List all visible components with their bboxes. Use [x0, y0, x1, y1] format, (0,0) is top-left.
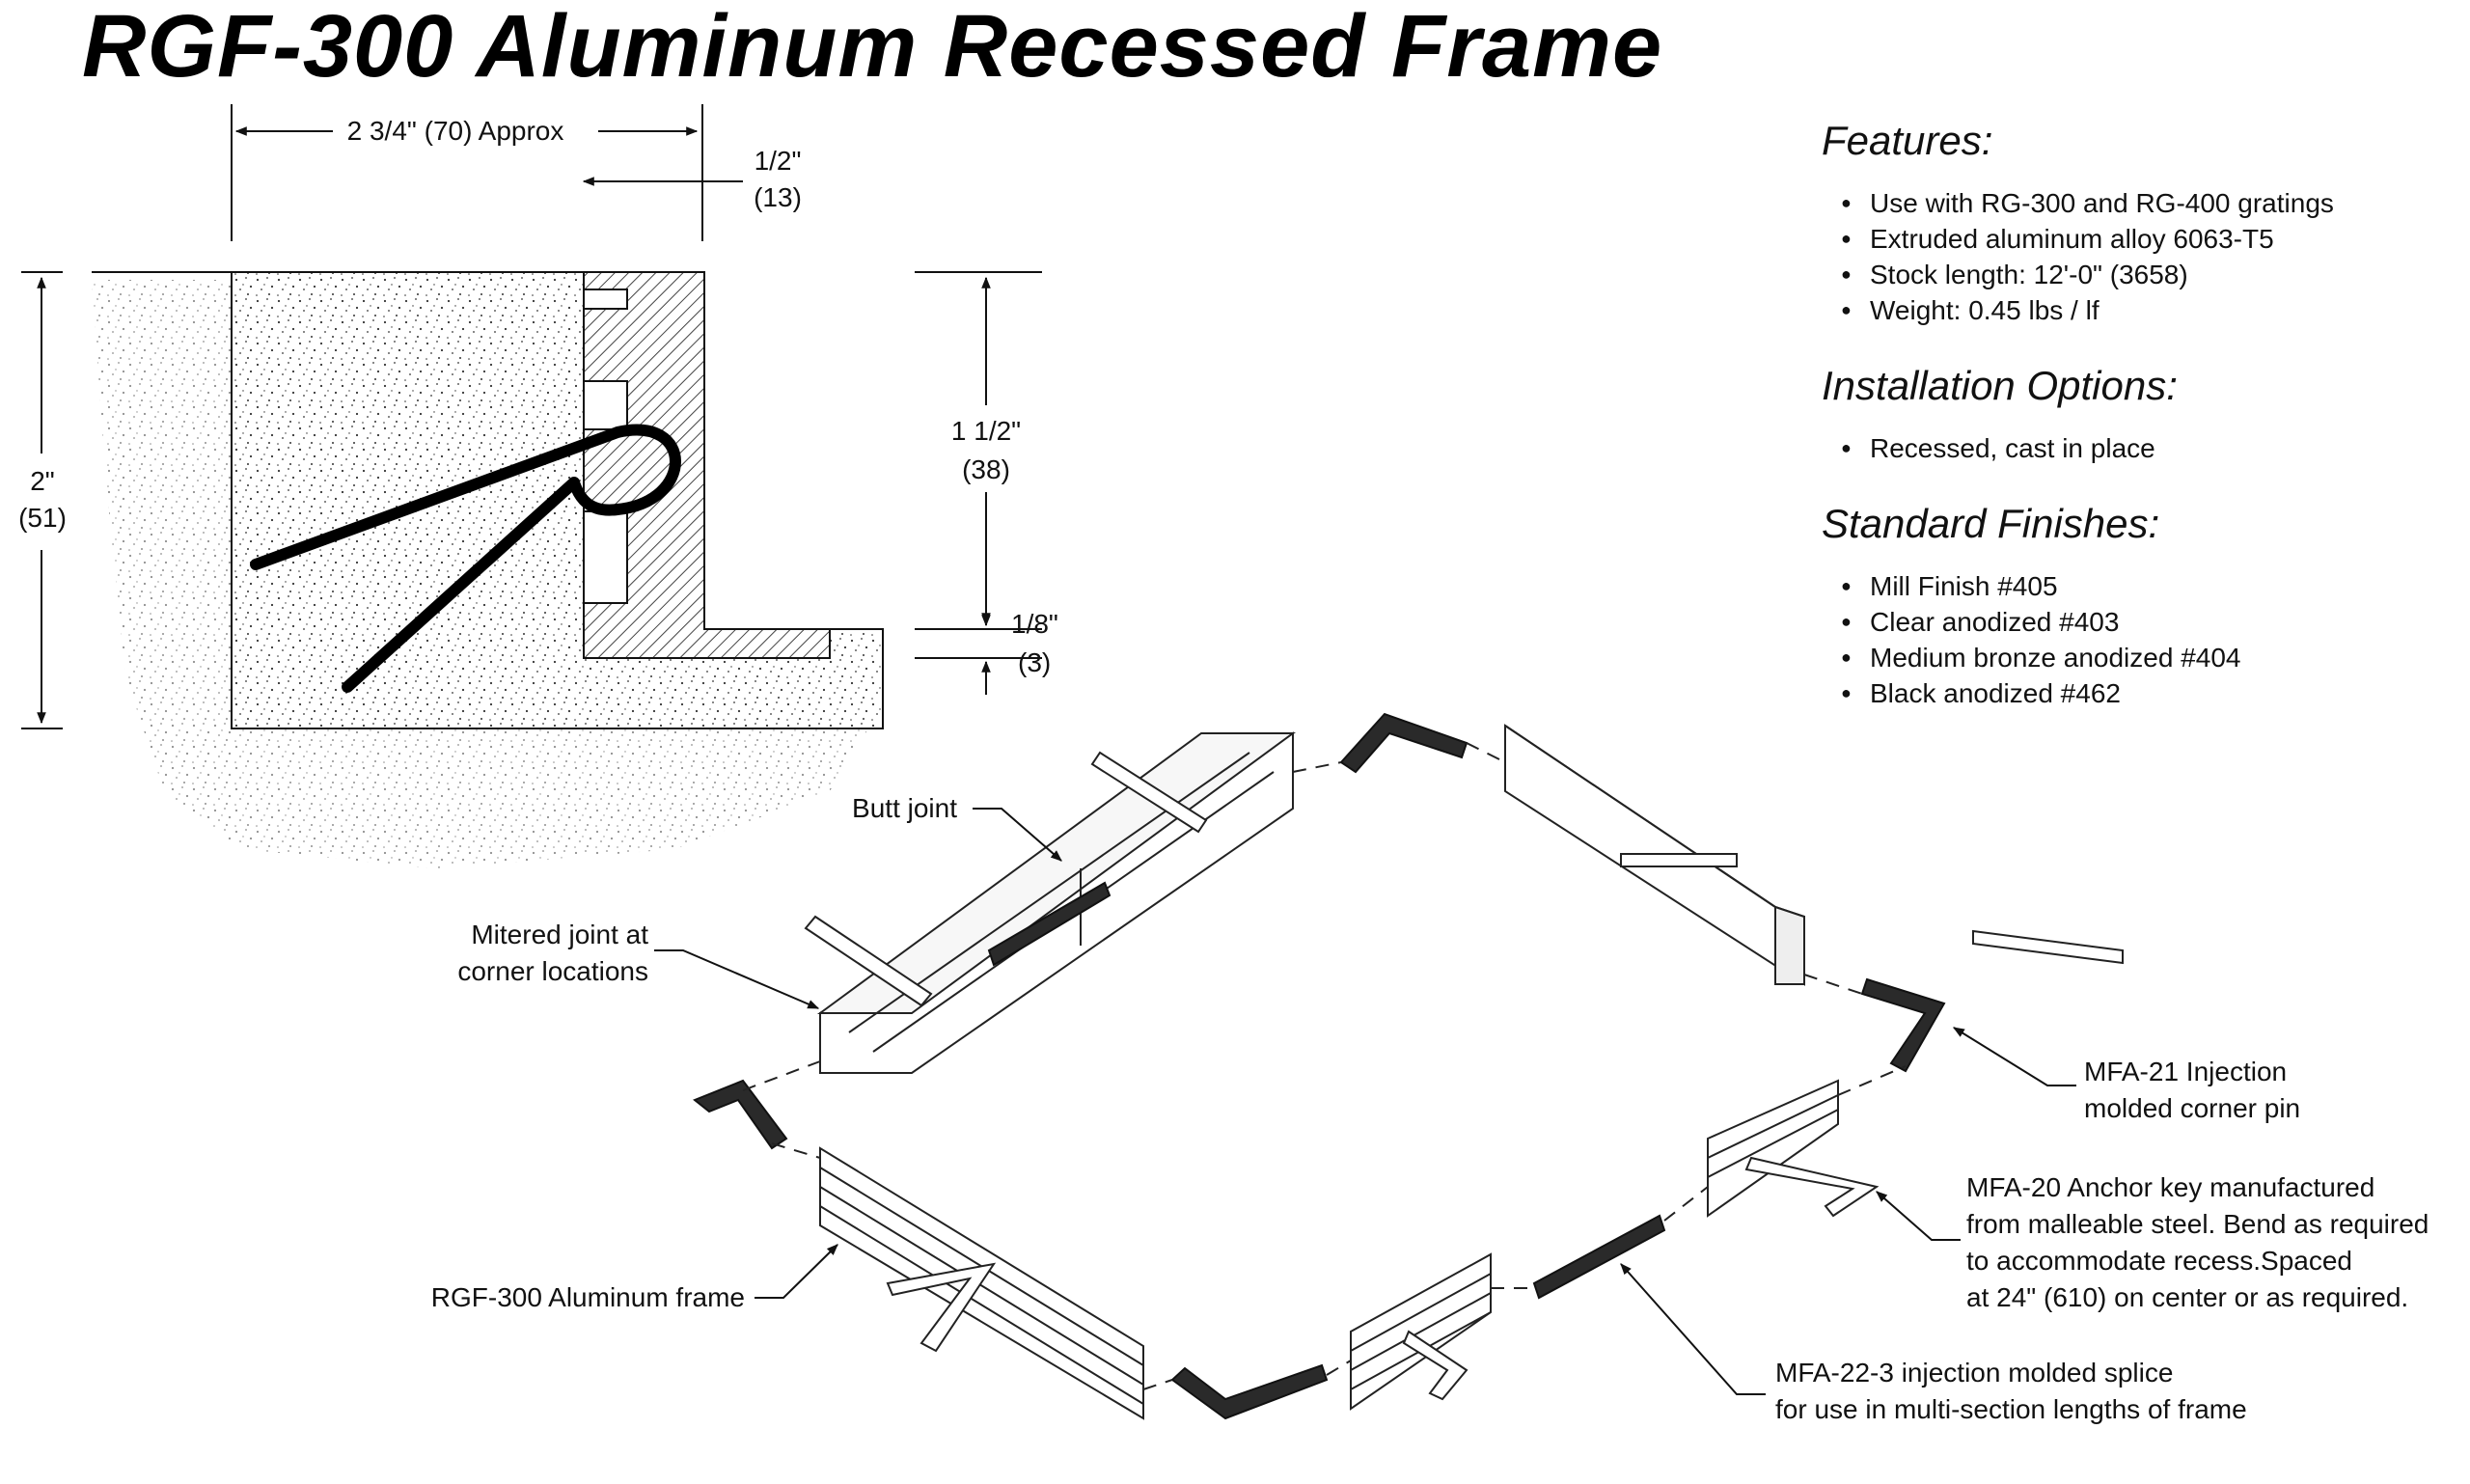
mfa20-label-4: at 24" (610) on center or as required.	[1966, 1282, 2408, 1312]
recess-dimension-mm: (38)	[962, 454, 1010, 484]
finish-item: Clear anodized #403	[1841, 604, 2439, 640]
finish-item: Mill Finish #405	[1841, 568, 2439, 604]
features-list: Use with RG-300 and RG-400 gratings Extr…	[1822, 185, 2439, 328]
lip-dimension-mm: (13)	[754, 182, 802, 212]
corner-pin-bottom	[1170, 1363, 1329, 1420]
finishes-section: Standard Finishes: Mill Finish #405 Clea…	[1822, 501, 2439, 711]
mfa20-label: MFA-20 Anchor key manufactured	[1966, 1172, 2374, 1202]
height-dimension-mm: (51)	[18, 503, 67, 533]
corner-pin-top	[1339, 712, 1468, 774]
frame-profile	[583, 271, 831, 659]
isometric-assembly	[693, 712, 2124, 1420]
dimension-labels: 2 3/4" (70) Approx 1/2" (13) 2" (51) 1 1…	[18, 116, 1058, 677]
corner-pin-right	[1860, 977, 1946, 1073]
anchor-key-top-left	[804, 915, 933, 1007]
anchor-key-bottom-left	[886, 1262, 997, 1353]
anchor-key-top	[1090, 751, 1208, 834]
mfa20-label-2: from malleable steel. Bend as required	[1966, 1209, 2429, 1239]
drawing-title: RGF-300 Aluminum Recessed Frame	[82, 0, 1663, 96]
recess-dimension: 1 1/2"	[951, 416, 1021, 446]
mfa20-label-3: to accommodate recess.Spaced	[1966, 1246, 2352, 1276]
mitered-joint-label-2: corner locations	[457, 956, 648, 986]
callout-labels: Butt joint Mitered joint at corner locat…	[431, 793, 2429, 1424]
butt-joint-label: Butt joint	[852, 793, 957, 823]
mfa21-label: MFA-21 Injection	[2084, 1057, 2287, 1086]
width-dimension: 2 3/4" (70) Approx	[347, 116, 564, 146]
anchor-key-top-right	[1620, 853, 1738, 867]
frame-piece-right	[1707, 1079, 1839, 1218]
features-section: Features: Use with RG-300 and RG-400 gra…	[1822, 118, 2439, 328]
soil-fill	[92, 280, 868, 868]
anchor-key	[250, 424, 681, 693]
flange-dimension-mm: (3)	[1018, 647, 1051, 677]
feature-item: Extruded aluminum alloy 6063-T5	[1841, 221, 2439, 257]
anchor-key-loose	[1972, 929, 2124, 965]
height-dimension: 2"	[30, 466, 55, 496]
finishes-heading: Standard Finishes:	[1822, 501, 2160, 546]
features-heading: Features:	[1822, 118, 1993, 163]
mfa22-label: MFA-22-3 injection molded splice	[1775, 1358, 2173, 1388]
frame-label: RGF-300 Aluminum frame	[431, 1282, 745, 1312]
anchor-key-bottom-right	[1402, 1330, 1468, 1401]
dimension-lines	[21, 104, 1042, 729]
spec-panel: Features: Use with RG-300 and RG-400 gra…	[1822, 118, 2439, 746]
splice-top	[987, 881, 1112, 967]
finish-item: Black anodized #462	[1841, 675, 2439, 711]
section-detail	[92, 271, 884, 868]
leader-lines	[654, 808, 2076, 1395]
flange-dimension: 1/8"	[1011, 609, 1058, 639]
installation-heading: Installation Options:	[1822, 363, 2178, 408]
splice-bottom	[1532, 1214, 1666, 1300]
mfa21-label-2: molded corner pin	[2084, 1093, 2300, 1123]
mfa22-label-2: for use in multi-section lengths of fram…	[1775, 1394, 2247, 1424]
mitered-joint-label: Mitered joint at	[471, 920, 648, 949]
feature-item: Stock length: 12'-0" (3658)	[1841, 257, 2439, 292]
feature-item: Weight: 0.45 lbs / lf	[1841, 292, 2439, 328]
installation-section: Installation Options: Recessed, cast in …	[1822, 363, 2439, 466]
anchor-key-right	[1744, 1156, 1880, 1218]
finishes-list: Mill Finish #405 Clear anodized #403 Med…	[1822, 568, 2439, 711]
corner-pin-left	[693, 1079, 788, 1150]
installation-item: Recessed, cast in place	[1841, 430, 2439, 466]
installation-list: Recessed, cast in place	[1822, 430, 2439, 466]
feature-item: Use with RG-300 and RG-400 gratings	[1841, 185, 2439, 221]
lip-dimension: 1/2"	[755, 146, 802, 176]
finish-item: Medium bronze anodized #404	[1841, 640, 2439, 675]
